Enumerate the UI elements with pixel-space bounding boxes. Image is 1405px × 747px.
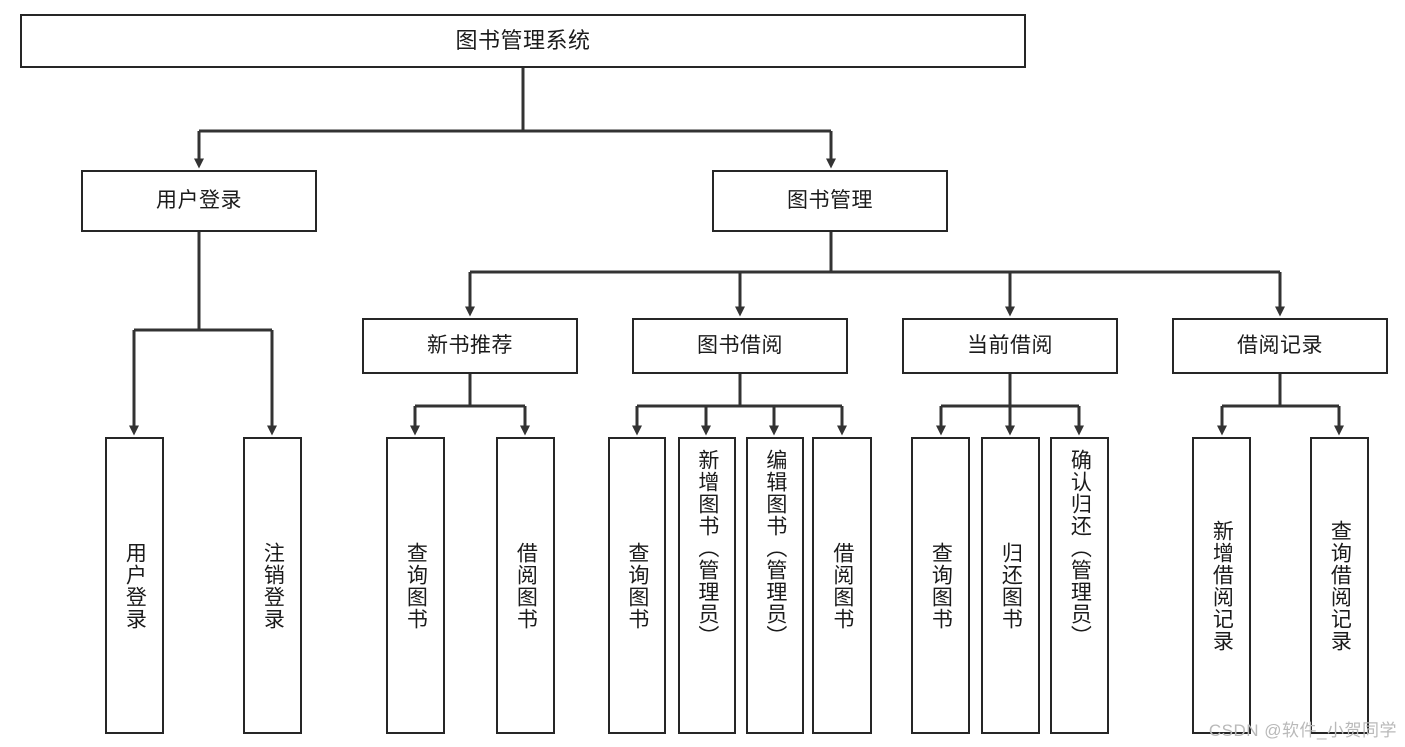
leaf-label: 新增借阅记录: [1210, 519, 1234, 652]
node-label: 图书管理: [787, 189, 873, 213]
leaf-new-book-borrow-book[interactable]: 借阅图书: [496, 437, 555, 734]
leaf-label: 归还图书: [999, 541, 1023, 630]
leaf-book-borrow-edit-book-admin[interactable]: 编辑图书（管理员）: [746, 437, 804, 734]
leaf-current-borrow-return-book[interactable]: 归还图书: [981, 437, 1040, 734]
node-book-management[interactable]: 图书管理: [712, 170, 948, 232]
leaf-borrow-record-add-record[interactable]: 新增借阅记录: [1192, 437, 1251, 734]
node-book-management-system[interactable]: 图书管理系统: [20, 14, 1026, 68]
leaf-label: 编辑图书（管理员）: [763, 449, 787, 647]
leaf-user-login-login[interactable]: 用户登录: [105, 437, 164, 734]
leaf-label: 借阅图书: [514, 541, 538, 630]
leaf-new-book-query-book[interactable]: 查询图书: [386, 437, 445, 734]
node-borrow-record[interactable]: 借阅记录: [1172, 318, 1388, 374]
leaf-book-borrow-query-book[interactable]: 查询图书: [608, 437, 666, 734]
node-label: 新书推荐: [427, 334, 513, 358]
node-book-borrow[interactable]: 图书借阅: [632, 318, 848, 374]
leaf-label: 用户登录: [123, 541, 147, 630]
leaf-current-borrow-query-book[interactable]: 查询图书: [911, 437, 970, 734]
leaf-label: 查询图书: [404, 541, 428, 630]
leaf-borrow-record-query-record[interactable]: 查询借阅记录: [1310, 437, 1369, 734]
leaf-user-login-logout[interactable]: 注销登录: [243, 437, 302, 734]
leaf-label: 注销登录: [261, 541, 285, 630]
node-label: 图书借阅: [697, 334, 783, 358]
node-user-login[interactable]: 用户登录: [81, 170, 317, 232]
leaf-label: 借阅图书: [830, 541, 854, 630]
leaf-book-borrow-add-book-admin[interactable]: 新增图书（管理员）: [678, 437, 736, 734]
node-label: 当前借阅: [967, 334, 1053, 358]
node-label: 借阅记录: [1237, 334, 1323, 358]
leaf-label: 查询图书: [929, 541, 953, 630]
leaf-label: 查询借阅记录: [1328, 519, 1352, 652]
leaf-book-borrow-borrow-book[interactable]: 借阅图书: [812, 437, 872, 734]
leaf-label: 确认归还（管理员）: [1068, 449, 1092, 647]
node-new-book-recommend[interactable]: 新书推荐: [362, 318, 578, 374]
node-current-borrow[interactable]: 当前借阅: [902, 318, 1118, 374]
leaf-label: 查询图书: [625, 541, 649, 630]
node-label: 用户登录: [156, 189, 242, 213]
node-label: 图书管理系统: [455, 27, 591, 53]
leaf-label: 新增图书（管理员）: [695, 449, 719, 647]
leaf-current-borrow-confirm-return-admin[interactable]: 确认归还（管理员）: [1050, 437, 1109, 734]
